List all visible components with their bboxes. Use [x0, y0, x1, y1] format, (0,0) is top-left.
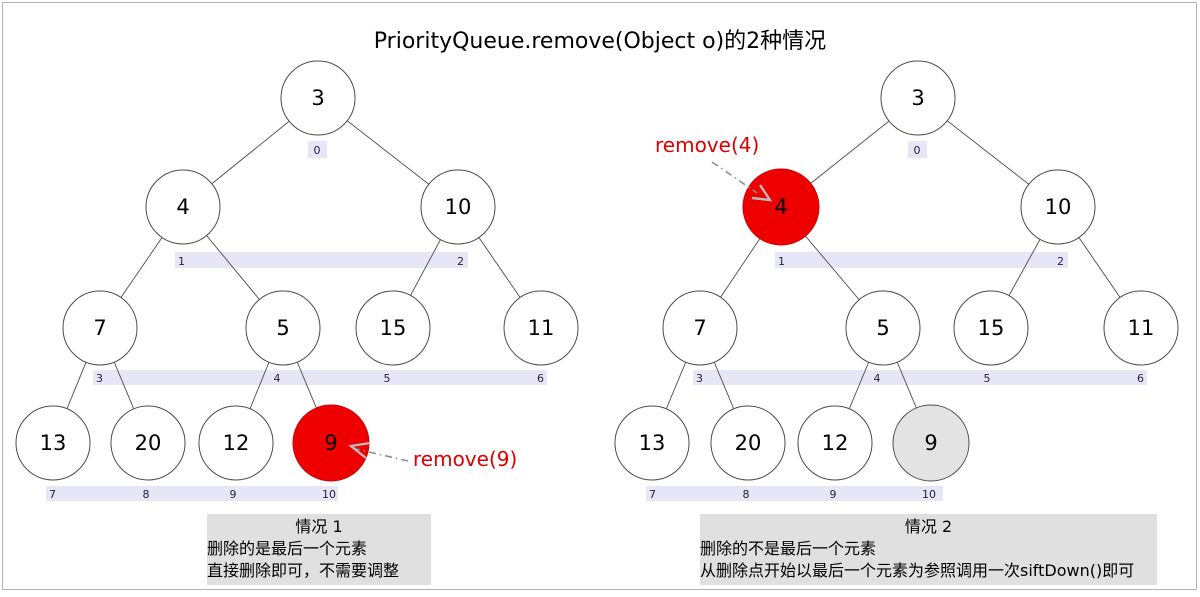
left-index-0: 0 [314, 144, 321, 157]
right-index-4: 4 [874, 372, 881, 385]
right-node-6-value: 11 [1128, 316, 1155, 340]
right-index-8: 8 [743, 488, 750, 501]
remove-arrow-line-left [355, 448, 409, 462]
caption-line: 删除的不是最后一个元素 [700, 539, 877, 558]
right-index-bar-row2 [775, 252, 1068, 268]
left-node-4 [245, 290, 321, 366]
right-node-7 [614, 405, 690, 481]
caption-line: 直接删除即可，不需要调整 [207, 561, 400, 580]
right-node-3-value: 7 [693, 316, 706, 340]
left-node-7 [15, 405, 91, 481]
left-node-9-value: 12 [223, 431, 250, 455]
arrow-head-icon [348, 441, 371, 459]
caption-line: 删除的是最后一个元素 [207, 539, 368, 558]
right-node-4-value: 5 [876, 316, 889, 340]
left-node-10-value: 9 [324, 431, 337, 455]
right-index-10: 10 [922, 488, 936, 501]
left-node-8 [110, 405, 186, 481]
right-node-0-value: 3 [911, 86, 924, 110]
left-node-2-value: 10 [445, 195, 472, 219]
right-index-6: 6 [1137, 372, 1144, 385]
right-index-2: 2 [1057, 255, 1064, 268]
page-title: PriorityQueue.remove(Object o)的2种情况 [373, 29, 827, 54]
left-node-0-value: 3 [311, 86, 324, 110]
right-index-0: 0 [914, 144, 921, 157]
left-index-10: 10 [322, 488, 336, 501]
left-node-8-value: 20 [135, 431, 162, 455]
left-index-2: 2 [457, 255, 464, 268]
right-index-3: 3 [696, 372, 703, 385]
left-index-bar-row4 [46, 486, 338, 501]
right-node-6 [1103, 290, 1179, 366]
right-node-4 [845, 290, 921, 366]
left-index-7: 7 [49, 488, 56, 501]
remove-label-left: remove(9) [413, 447, 518, 471]
left-index-3: 3 [96, 372, 103, 385]
left-node-7-value: 13 [40, 431, 67, 455]
right-node-0 [880, 60, 956, 136]
left-node-6-value: 11 [528, 316, 555, 340]
caption-line: 从删除点开始以最后一个元素为参照调用一次siftDown()即可 [700, 561, 1135, 580]
left-node-4-value: 5 [276, 316, 289, 340]
right-node-5-value: 15 [978, 316, 1005, 340]
left-node-2 [420, 169, 496, 245]
right-node-8-value: 20 [735, 431, 762, 455]
right-node-8 [710, 405, 786, 481]
left-node-1 [145, 169, 221, 245]
right-node-9 [797, 405, 873, 481]
right-node-5 [953, 290, 1029, 366]
left-index-1: 1 [178, 255, 185, 268]
right-node-3 [662, 290, 738, 366]
left-node-6 [503, 290, 579, 366]
arrow-head-icon [751, 184, 773, 202]
caption-case-2: 情况 2 删除的不是最后一个元素 从删除点开始以最后一个元素为参照调用一次sif… [700, 514, 1157, 585]
left-node-1-value: 4 [176, 195, 189, 219]
left-node-5 [355, 290, 431, 366]
right-index-bar-0 [908, 141, 927, 158]
right-tree: 3 4 10 7 5 15 11 13 20 12 9 0 1 2 3 4 5 … [614, 60, 1179, 501]
right-index-1: 1 [778, 255, 785, 268]
left-tree: 3 4 10 7 5 15 11 13 20 12 9 0 1 2 3 4 5 … [15, 60, 579, 501]
right-index-5: 5 [984, 372, 991, 385]
left-index-8: 8 [143, 488, 150, 501]
right-node-2 [1020, 169, 1096, 245]
left-index-4: 4 [274, 372, 281, 385]
caption-title: 情况 1 [295, 517, 343, 536]
right-node-10-removed [892, 404, 970, 482]
left-node-9 [198, 405, 274, 481]
right-index-bar-row3 [693, 370, 1147, 385]
right-index-bar-row4 [646, 486, 943, 501]
left-index-6: 6 [537, 372, 544, 385]
right-node-2-value: 10 [1045, 195, 1072, 219]
left-node-3 [62, 290, 138, 366]
left-index-bar-row3 [93, 370, 547, 385]
right-node-9-value: 12 [822, 431, 849, 455]
left-node-3-value: 7 [93, 316, 106, 340]
left-index-5: 5 [384, 372, 391, 385]
right-index-9: 9 [830, 488, 837, 501]
caption-title: 情况 2 [904, 517, 953, 536]
left-node-5-value: 15 [380, 316, 407, 340]
left-index-bar-row2 [175, 252, 468, 268]
left-index-bar-0 [308, 141, 327, 158]
caption-case-1: 情况 1 删除的是最后一个元素 直接删除即可，不需要调整 [207, 514, 431, 585]
remove-label-right: remove(4) [655, 133, 760, 157]
right-node-1-value: 4 [774, 195, 787, 219]
left-index-9: 9 [230, 488, 237, 501]
right-node-7-value: 13 [639, 431, 666, 455]
right-index-7: 7 [649, 488, 656, 501]
left-node-0 [280, 60, 356, 136]
right-node-10-value: 9 [924, 431, 937, 455]
